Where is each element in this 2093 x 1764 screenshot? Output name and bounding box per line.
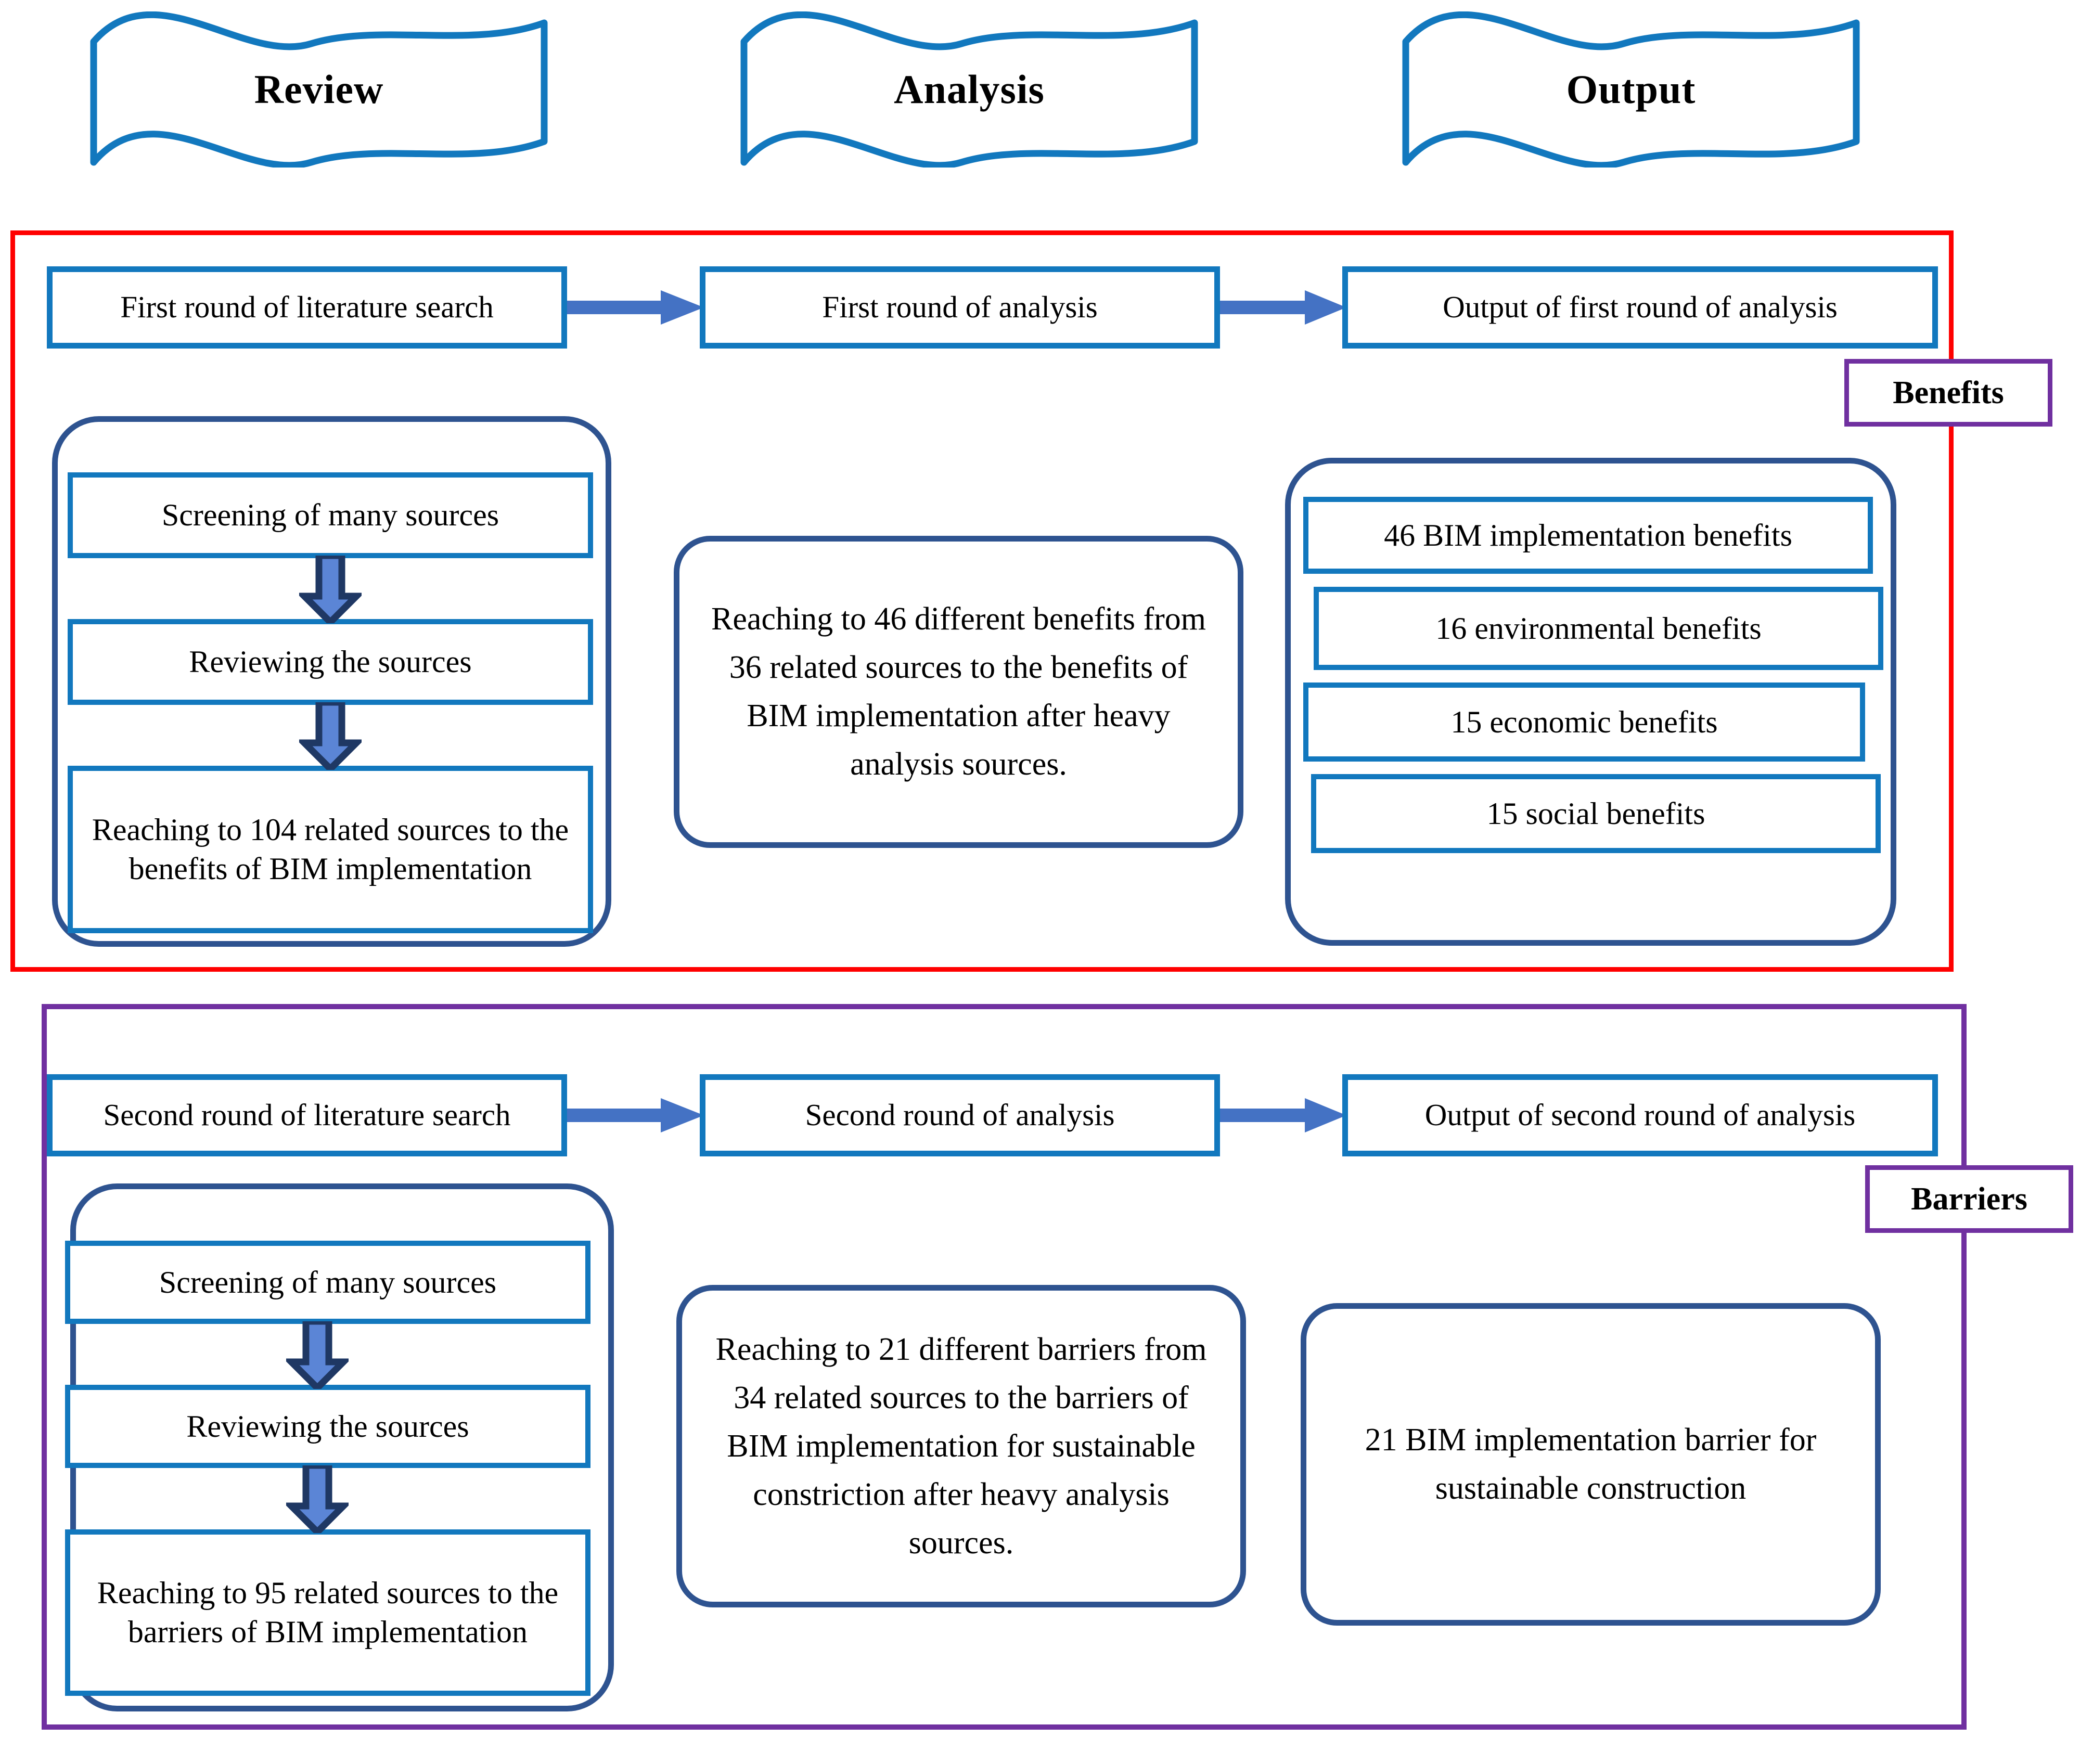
banner-label: Analysis bbox=[894, 67, 1045, 112]
wavy-banner-icon bbox=[90, 11, 548, 168]
step-label: Reviewing the sources bbox=[186, 1409, 469, 1444]
output-label: 21 BIM implementation barrier for sustai… bbox=[1365, 1422, 1817, 1506]
output-label: 15 social benefits bbox=[1486, 796, 1705, 831]
barriers-review-step-3[interactable]: Reaching to 95 related sources to the ba… bbox=[65, 1529, 590, 1696]
output-label: 15 economic benefits bbox=[1450, 704, 1718, 739]
barriers-arrow-1 bbox=[564, 1097, 705, 1134]
benefits-review-step-2[interactable]: Reviewing the sources bbox=[68, 619, 593, 705]
benefits-review-down-arrow-2 bbox=[296, 699, 365, 774]
arrow-down-icon bbox=[296, 552, 365, 627]
benefits-pipeline-step-3[interactable]: Output of first round of analysis bbox=[1342, 266, 1938, 349]
barriers-pipeline-step-3[interactable]: Output of second round of analysis bbox=[1342, 1074, 1938, 1156]
benefits-review-down-arrow-1 bbox=[296, 552, 365, 627]
benefits-section-badge: Benefits bbox=[1844, 359, 2052, 427]
banner-label: Review bbox=[254, 67, 384, 112]
arrow-down-icon bbox=[283, 1318, 352, 1393]
barriers-pipeline-step-1[interactable]: Second round of literature search bbox=[47, 1074, 567, 1156]
step-label: Output of second round of analysis bbox=[1424, 1098, 1856, 1132]
benefits-output-item-3[interactable]: 15 economic benefits bbox=[1303, 683, 1865, 762]
banner-analysis: Analysis bbox=[738, 11, 1201, 168]
output-label: 16 environmental benefits bbox=[1435, 611, 1762, 646]
step-label: Second round of literature search bbox=[103, 1098, 511, 1132]
step-label: Screening of many sources bbox=[161, 498, 499, 532]
barriers-arrow-2 bbox=[1217, 1097, 1347, 1134]
benefits-arrow-2 bbox=[1217, 289, 1347, 326]
banner-review: Review bbox=[87, 11, 550, 168]
arrow-right-icon bbox=[564, 290, 704, 325]
benefits-review-step-3[interactable]: Reaching to 104 related sources to the b… bbox=[68, 766, 593, 933]
banner-output: Output bbox=[1399, 11, 1863, 168]
benefits-output-item-1[interactable]: 46 BIM implementation benefits bbox=[1303, 497, 1873, 574]
wavy-banner-icon bbox=[1402, 11, 1860, 168]
analysis-text: Reaching to 46 different benefits from 3… bbox=[711, 601, 1206, 782]
benefits-output-item-4[interactable]: 15 social benefits bbox=[1311, 774, 1881, 853]
barriers-output-box[interactable]: 21 BIM implementation barrier for sustai… bbox=[1301, 1303, 1881, 1626]
barriers-badge-label: Barriers bbox=[1911, 1181, 2027, 1217]
step-label: Reaching to 95 related sources to the ba… bbox=[97, 1576, 559, 1649]
benefits-badge-label: Benefits bbox=[1893, 375, 2004, 410]
step-label: Reaching to 104 related sources to the b… bbox=[92, 813, 569, 886]
benefits-output-item-2[interactable]: 16 environmental benefits bbox=[1314, 587, 1883, 670]
arrow-down-icon bbox=[296, 699, 365, 774]
benefits-arrow-1 bbox=[564, 289, 705, 326]
step-label: Second round of analysis bbox=[805, 1098, 1115, 1132]
arrow-right-icon bbox=[1217, 1098, 1346, 1132]
analysis-text: Reaching to 21 different barriers from 3… bbox=[715, 1331, 1207, 1561]
barriers-review-down-arrow-2 bbox=[283, 1462, 352, 1537]
wavy-banner-icon bbox=[740, 11, 1198, 168]
step-label: Output of first round of analysis bbox=[1443, 290, 1838, 325]
banner-label: Output bbox=[1566, 67, 1696, 112]
arrow-down-icon bbox=[283, 1462, 352, 1537]
barriers-review-down-arrow-1 bbox=[283, 1318, 352, 1393]
barriers-section-badge: Barriers bbox=[1865, 1165, 2073, 1233]
output-label: 46 BIM implementation benefits bbox=[1384, 518, 1792, 552]
barriers-section-frame bbox=[42, 1004, 1967, 1730]
benefits-pipeline-step-1[interactable]: First round of literature search bbox=[47, 266, 567, 349]
arrow-right-icon bbox=[564, 1098, 704, 1132]
step-label: Screening of many sources bbox=[159, 1265, 497, 1299]
benefits-pipeline-step-2[interactable]: First round of analysis bbox=[700, 266, 1220, 349]
barriers-analysis-box[interactable]: Reaching to 21 different barriers from 3… bbox=[676, 1285, 1246, 1607]
barriers-review-step-1[interactable]: Screening of many sources bbox=[65, 1241, 590, 1324]
barriers-pipeline-step-2[interactable]: Second round of analysis bbox=[700, 1074, 1220, 1156]
step-label: Reviewing the sources bbox=[189, 645, 472, 679]
barriers-review-step-2[interactable]: Reviewing the sources bbox=[65, 1385, 590, 1468]
step-label: First round of literature search bbox=[120, 290, 494, 325]
benefits-analysis-box[interactable]: Reaching to 46 different benefits from 3… bbox=[674, 536, 1243, 848]
benefits-review-step-1[interactable]: Screening of many sources bbox=[68, 472, 593, 558]
arrow-right-icon bbox=[1217, 290, 1346, 325]
step-label: First round of analysis bbox=[822, 290, 1098, 325]
benefits-section-frame bbox=[10, 230, 1954, 972]
